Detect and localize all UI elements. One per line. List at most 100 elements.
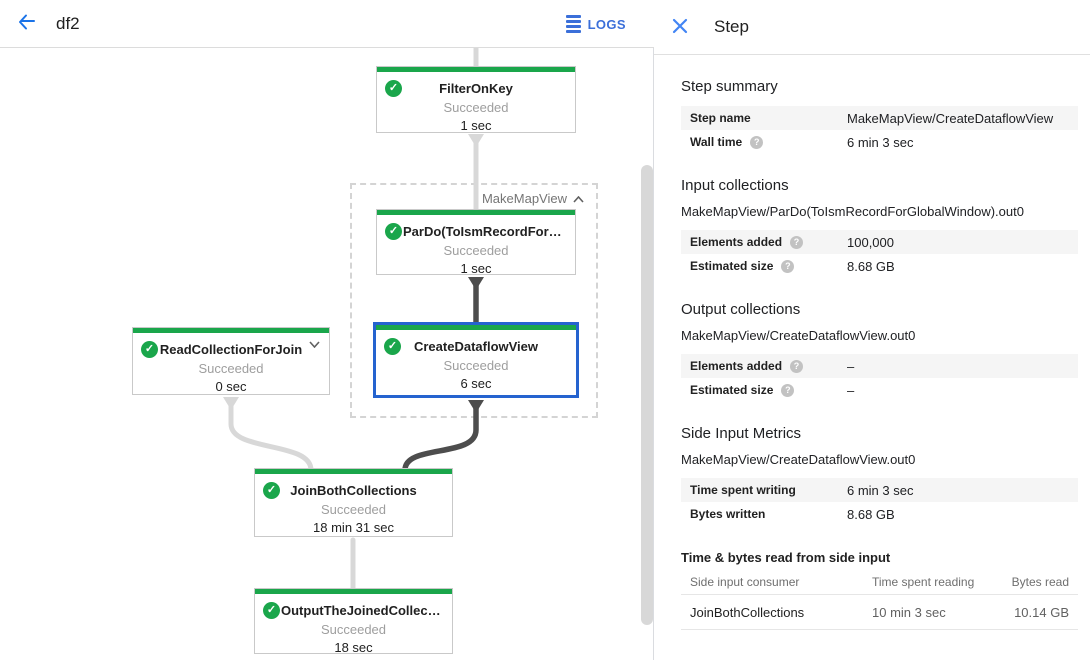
node-status: Succeeded <box>198 361 264 376</box>
node-time: 0 sec <box>215 379 247 394</box>
metric-label: Elements added ? <box>690 235 847 249</box>
metric-label-text: Elements added <box>690 235 783 249</box>
input-collection-name: MakeMapView/ParDo(ToIsmRecordForGlobalWi… <box>681 204 1024 219</box>
graph-canvas[interactable]: MakeMapView <box>0 0 654 660</box>
col-header-time-spent-reading: Time spent reading <box>872 574 975 589</box>
input-collection-rows: Elements added ? 100,000 Estimated size … <box>681 230 1078 278</box>
node-status-bar <box>376 325 576 330</box>
panel-header: Step <box>654 0 1090 55</box>
node-status-bar <box>255 469 452 474</box>
cell-bytes-read: 10.14 GB <box>1014 604 1069 620</box>
help-icon[interactable]: ? <box>750 135 764 149</box>
side-input-rows: Time spent writing 6 min 3 sec Bytes wri… <box>681 478 1078 526</box>
node-title: JoinBothCollections <box>290 483 417 498</box>
close-icon <box>672 18 688 37</box>
panel-title: Step <box>714 17 749 36</box>
metric-label: Step name <box>690 111 847 125</box>
output-collection-name: MakeMapView/CreateDataflowView.out0 <box>681 328 916 343</box>
step-details-panel: Step Step summary Step name MakeMapView/… <box>654 0 1090 660</box>
node-time: 1 sec <box>460 261 492 276</box>
node-status-bar <box>377 210 575 215</box>
metric-label: Bytes written <box>690 507 847 521</box>
metric-value: – <box>847 382 855 398</box>
metric-label-text: Step name <box>690 111 751 125</box>
node-title: ReadCollectionForJoin <box>159 342 303 357</box>
metric-value: 8.68 GB <box>847 506 895 522</box>
col-header-side-input-consumer: Side input consumer <box>690 574 800 589</box>
graph-node-pardo-toismrecord[interactable]: ✓ ParDo(ToIsmRecordFor… Succeeded 1 sec <box>376 209 576 276</box>
node-status: Succeeded <box>443 100 509 115</box>
graph-node-outputthejoinedcollection[interactable]: ✓ OutputTheJoinedCollec… Succeeded 18 se… <box>254 588 453 655</box>
node-time: 6 sec <box>460 376 492 391</box>
table-header-row: Side input consumer Time spent reading B… <box>681 573 1078 595</box>
node-status-bar <box>377 67 575 72</box>
help-icon[interactable]: ? <box>781 259 795 273</box>
metric-value: 8.68 GB <box>847 258 895 274</box>
node-title: ParDo(ToIsmRecordFor… <box>403 224 562 239</box>
output-collection-rows: Elements added ? – Estimated size ? – <box>681 354 1078 402</box>
chevron-down-icon[interactable] <box>309 341 320 349</box>
group-label: MakeMapView <box>481 191 567 206</box>
graph-node-createdataflowview[interactable]: ✓ CreateDataflowView Succeeded 6 sec <box>373 322 579 398</box>
help-icon[interactable]: ? <box>790 235 804 249</box>
node-title: OutputTheJoinedCollec… <box>281 603 441 618</box>
step-summary-rows: Step name MakeMapView/CreateDataflowView… <box>681 106 1078 154</box>
metric-row-step-name: Step name MakeMapView/CreateDataflowView <box>681 106 1078 130</box>
graph-node-readcollectionforjoin[interactable]: ✓ ReadCollectionForJoin Succeeded 0 sec <box>132 327 330 395</box>
metric-row-estimated-size: Estimated size ? 8.68 GB <box>681 254 1078 278</box>
metric-label-text: Estimated size <box>690 383 774 397</box>
node-status: Succeeded <box>320 502 387 517</box>
side-input-collection-name: MakeMapView/CreateDataflowView.out0 <box>681 452 916 467</box>
node-time: 1 sec <box>460 118 492 133</box>
metric-label-text: Bytes written <box>690 507 766 521</box>
metric-row-elements-added: Elements added ? – <box>681 354 1078 378</box>
side-input-table: Side input consumer Time spent reading B… <box>681 573 1078 630</box>
group-collapse-toggle[interactable]: MakeMapView <box>482 191 584 206</box>
side-input-table-heading: Time & bytes read from side input <box>681 550 891 565</box>
check-circle-icon: ✓ <box>263 602 280 619</box>
metric-value: MakeMapView/CreateDataflowView <box>847 110 1054 126</box>
cell-side-input-consumer: JoinBothCollections <box>690 604 805 620</box>
metric-row-bytes-written: Bytes written 8.68 GB <box>681 502 1078 526</box>
job-title: df2 <box>56 13 80 33</box>
metric-value: 6 min 3 sec <box>847 482 914 498</box>
col-header-bytes-read: Bytes read <box>1011 574 1069 589</box>
metric-label-text: Time spent writing <box>690 483 796 497</box>
metric-label-text: Elements added <box>690 359 783 373</box>
graph-vertical-scrollbar[interactable] <box>641 165 653 625</box>
cell-time-spent-reading: 10 min 3 sec <box>872 604 946 620</box>
section-heading-side-input-metrics: Side Input Metrics <box>681 425 802 442</box>
node-status: Succeeded <box>320 622 387 637</box>
check-circle-icon: ✓ <box>384 338 401 355</box>
node-time: 18 sec <box>334 640 373 655</box>
section-heading-step-summary: Step summary <box>681 78 778 95</box>
chevron-up-icon[interactable] <box>573 191 584 206</box>
graph-node-filteronkey[interactable]: ✓ FilterOnKey Succeeded 1 sec <box>376 66 576 133</box>
check-circle-icon: ✓ <box>385 223 402 240</box>
metric-label: Wall time ? <box>690 135 847 149</box>
graph-node-joinbothcollections[interactable]: ✓ JoinBothCollections Succeeded 18 min 3… <box>254 468 453 537</box>
logs-button-label: LOGS <box>587 16 626 32</box>
node-status: Succeeded <box>443 243 509 258</box>
metric-label: Estimated size ? <box>690 259 847 273</box>
back-button[interactable] <box>6 4 46 44</box>
metric-row-wall-time: Wall time ? 6 min 3 sec <box>681 130 1078 154</box>
node-status-bar <box>255 589 452 594</box>
job-toolbar: df2 LOGS <box>0 0 654 48</box>
help-icon[interactable]: ? <box>790 359 804 373</box>
node-title: CreateDataflowView <box>413 339 539 354</box>
close-panel-button[interactable] <box>662 9 698 45</box>
table-row: JoinBothCollections 10 min 3 sec 10.14 G… <box>681 595 1078 630</box>
metric-row-estimated-size: Estimated size ? – <box>681 378 1078 402</box>
metric-label-text: Wall time <box>690 135 743 149</box>
metric-value: 6 min 3 sec <box>847 134 914 150</box>
metric-row-time-spent-writing: Time spent writing 6 min 3 sec <box>681 478 1078 502</box>
logs-button[interactable]: LOGS <box>565 0 626 48</box>
check-circle-icon: ✓ <box>385 80 402 97</box>
node-time: 18 min 31 sec <box>313 520 394 535</box>
metric-value: 100,000 <box>847 234 894 250</box>
check-circle-icon: ✓ <box>263 482 280 499</box>
section-heading-output-collections: Output collections <box>681 301 801 318</box>
help-icon[interactable]: ? <box>781 383 795 397</box>
